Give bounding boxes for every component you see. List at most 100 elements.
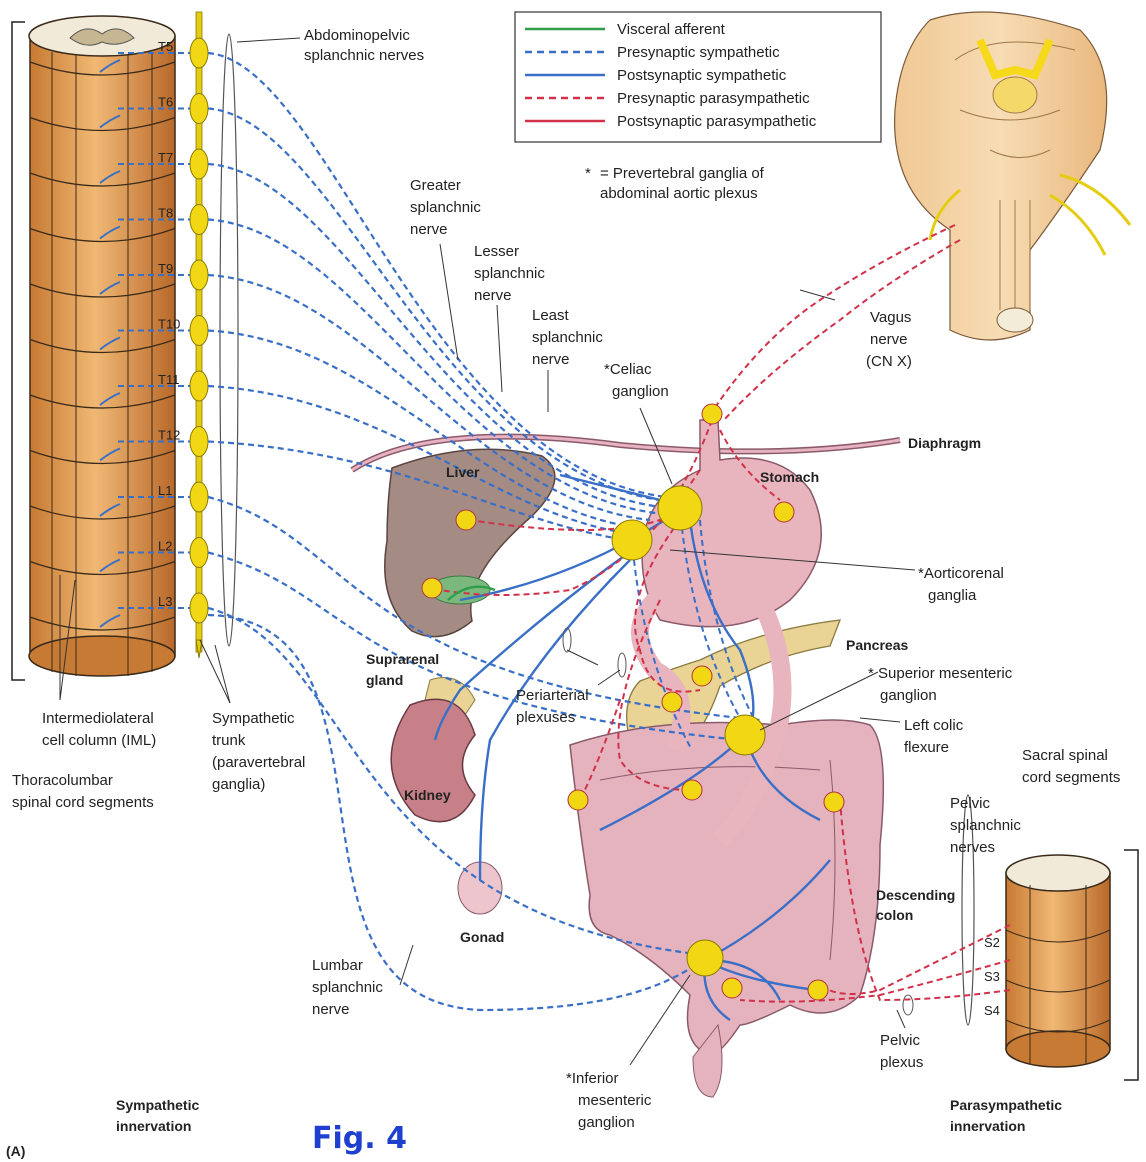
- label-least-2: splanchnic: [532, 329, 603, 346]
- intramural-ganglion: [702, 404, 722, 424]
- paravertebral-ganglion: [190, 149, 208, 179]
- label-greater-1: Greater: [410, 177, 461, 194]
- label-left-colic-2: flexure: [904, 739, 949, 756]
- label-thoraco-2: spinal cord segments: [12, 794, 154, 811]
- label-thoraco-1: Thoracolumbar: [12, 772, 113, 789]
- sacral-bracket: [1124, 850, 1138, 1080]
- label-greater-3: nerve: [410, 221, 448, 238]
- paravertebral-ganglion: [190, 371, 208, 401]
- intramural-ganglion: [808, 980, 828, 1000]
- label-kidney: Kidney: [404, 787, 451, 803]
- label-pelvic-plexus-1: Pelvic: [880, 1032, 921, 1049]
- paravertebral-ganglion: [190, 38, 208, 68]
- label-lumbar-1: Lumbar: [312, 957, 363, 974]
- segment-label: T10: [158, 317, 180, 332]
- intramural-ganglion: [722, 978, 742, 998]
- label-sup-mes-2: ganglion: [880, 687, 937, 704]
- paravertebral-ganglion: [190, 593, 208, 623]
- label-trunk-1: Sympathetic: [212, 710, 295, 727]
- figure-caption: Fig. 4: [312, 1121, 407, 1156]
- paravertebral-ganglion: [190, 427, 208, 457]
- aorticorenal-ganglion: [612, 520, 652, 560]
- abdominopelvic-splanchnic-bracket: [220, 34, 238, 646]
- label-diaphragm: Diaphragm: [908, 435, 981, 451]
- label-vagus-2: nerve: [870, 331, 908, 348]
- sacral-spinal-cord: [1006, 855, 1110, 1067]
- paravertebral-ganglion: [190, 538, 208, 568]
- periarterial-ring-1: [563, 628, 571, 652]
- label-iml-1: Intermediolateral: [42, 710, 154, 727]
- label-periarterial-1: Periarterial: [516, 687, 589, 704]
- label-para-innerv-2: innervation: [950, 1118, 1025, 1134]
- label-lesser-1: Lesser: [474, 243, 519, 260]
- intramural-ganglion: [568, 790, 588, 810]
- legend-label: Visceral afferent: [617, 21, 726, 38]
- label-lumbar-3: nerve: [312, 1001, 350, 1018]
- sacral-segment-label: S4: [984, 1003, 1000, 1018]
- label-left-colic-1: Left colic: [904, 717, 964, 734]
- label-lesser-2: splanchnic: [474, 265, 545, 282]
- segment-label: T12: [158, 428, 180, 443]
- intramural-ganglion: [456, 510, 476, 530]
- intramural-ganglion: [774, 502, 794, 522]
- intramural-ganglion: [824, 792, 844, 812]
- label-suprarenal-2: gland: [366, 672, 403, 688]
- label-aorticorenal-1: *Aorticorenal: [918, 565, 1004, 582]
- paravertebral-ganglion: [190, 260, 208, 290]
- label-stomach: Stomach: [760, 469, 819, 485]
- label-trunk-3: (paravertebral: [212, 754, 305, 771]
- thoracolumbar-bracket: [12, 22, 25, 680]
- label-pancreas: Pancreas: [846, 637, 908, 653]
- label-least-1: Least: [532, 307, 570, 324]
- paravertebral-ganglion: [190, 482, 208, 512]
- label-sup-mes-1: * Superior mesenteric: [868, 665, 1013, 682]
- label-sacral-1: Sacral spinal: [1022, 747, 1108, 764]
- label-inf-mes-1: *Inferior: [566, 1070, 619, 1087]
- intramural-ganglion: [422, 578, 442, 598]
- colon: [570, 720, 883, 1055]
- intramural-ganglion: [662, 692, 682, 712]
- intramural-ganglion: [692, 666, 712, 686]
- legend-label: Presynaptic sympathetic: [617, 44, 780, 61]
- segment-label: T6: [158, 95, 173, 110]
- label-celiac-1: *Celiac: [604, 361, 652, 378]
- sympathetic-trunk: [190, 12, 208, 658]
- label-iml-2: cell column (IML): [42, 732, 156, 749]
- brainstem-illustration: [895, 12, 1130, 340]
- label-descending-2: colon: [876, 907, 913, 923]
- segment-label: T9: [158, 261, 173, 276]
- superior-mesenteric-ganglion: [725, 715, 765, 755]
- legend-label: Postsynaptic parasympathetic: [617, 113, 817, 130]
- segment-label: L2: [158, 539, 172, 554]
- legend-note-symbol: *: [585, 165, 591, 182]
- label-vagus-3: (CN X): [866, 353, 912, 370]
- segment-label: T7: [158, 150, 173, 165]
- legend-note-line2: abdominal aortic plexus: [600, 185, 758, 202]
- label-trunk-2: trunk: [212, 732, 246, 749]
- label-pelvic-spl-3: nerves: [950, 839, 995, 856]
- label-gonad: Gonad: [460, 929, 504, 945]
- sacral-segment-label: S2: [984, 935, 1000, 950]
- label-abdominopelvic-2: splanchnic nerves: [304, 47, 424, 64]
- segment-label: T8: [158, 206, 173, 221]
- label-celiac-2: ganglion: [612, 383, 669, 400]
- label-abdominopelvic-1: Abdominopelvic: [304, 27, 410, 44]
- label-lumbar-2: splanchnic: [312, 979, 383, 996]
- legend-note-line1: = Prevertebral ganglia of: [600, 165, 765, 182]
- label-inf-mes-2: mesenteric: [578, 1092, 652, 1109]
- paravertebral-ganglion: [190, 94, 208, 124]
- label-symp-innerv-2: innervation: [116, 1118, 191, 1134]
- legend-label: Postsynaptic sympathetic: [617, 67, 787, 84]
- sacral-segment-label: S3: [984, 969, 1000, 984]
- paravertebral-ganglion: [190, 205, 208, 235]
- label-suprarenal-1: Suprarenal: [366, 651, 439, 667]
- label-periarterial-2: plexuses: [516, 709, 575, 726]
- segment-label: T5: [158, 39, 173, 54]
- label-vagus-1: Vagus: [870, 309, 911, 326]
- label-symp-innerv-1: Sympathetic: [116, 1097, 199, 1113]
- intramural-ganglion: [682, 780, 702, 800]
- label-para-innerv-1: Parasympathetic: [950, 1097, 1062, 1113]
- label-trunk-4: ganglia): [212, 776, 265, 793]
